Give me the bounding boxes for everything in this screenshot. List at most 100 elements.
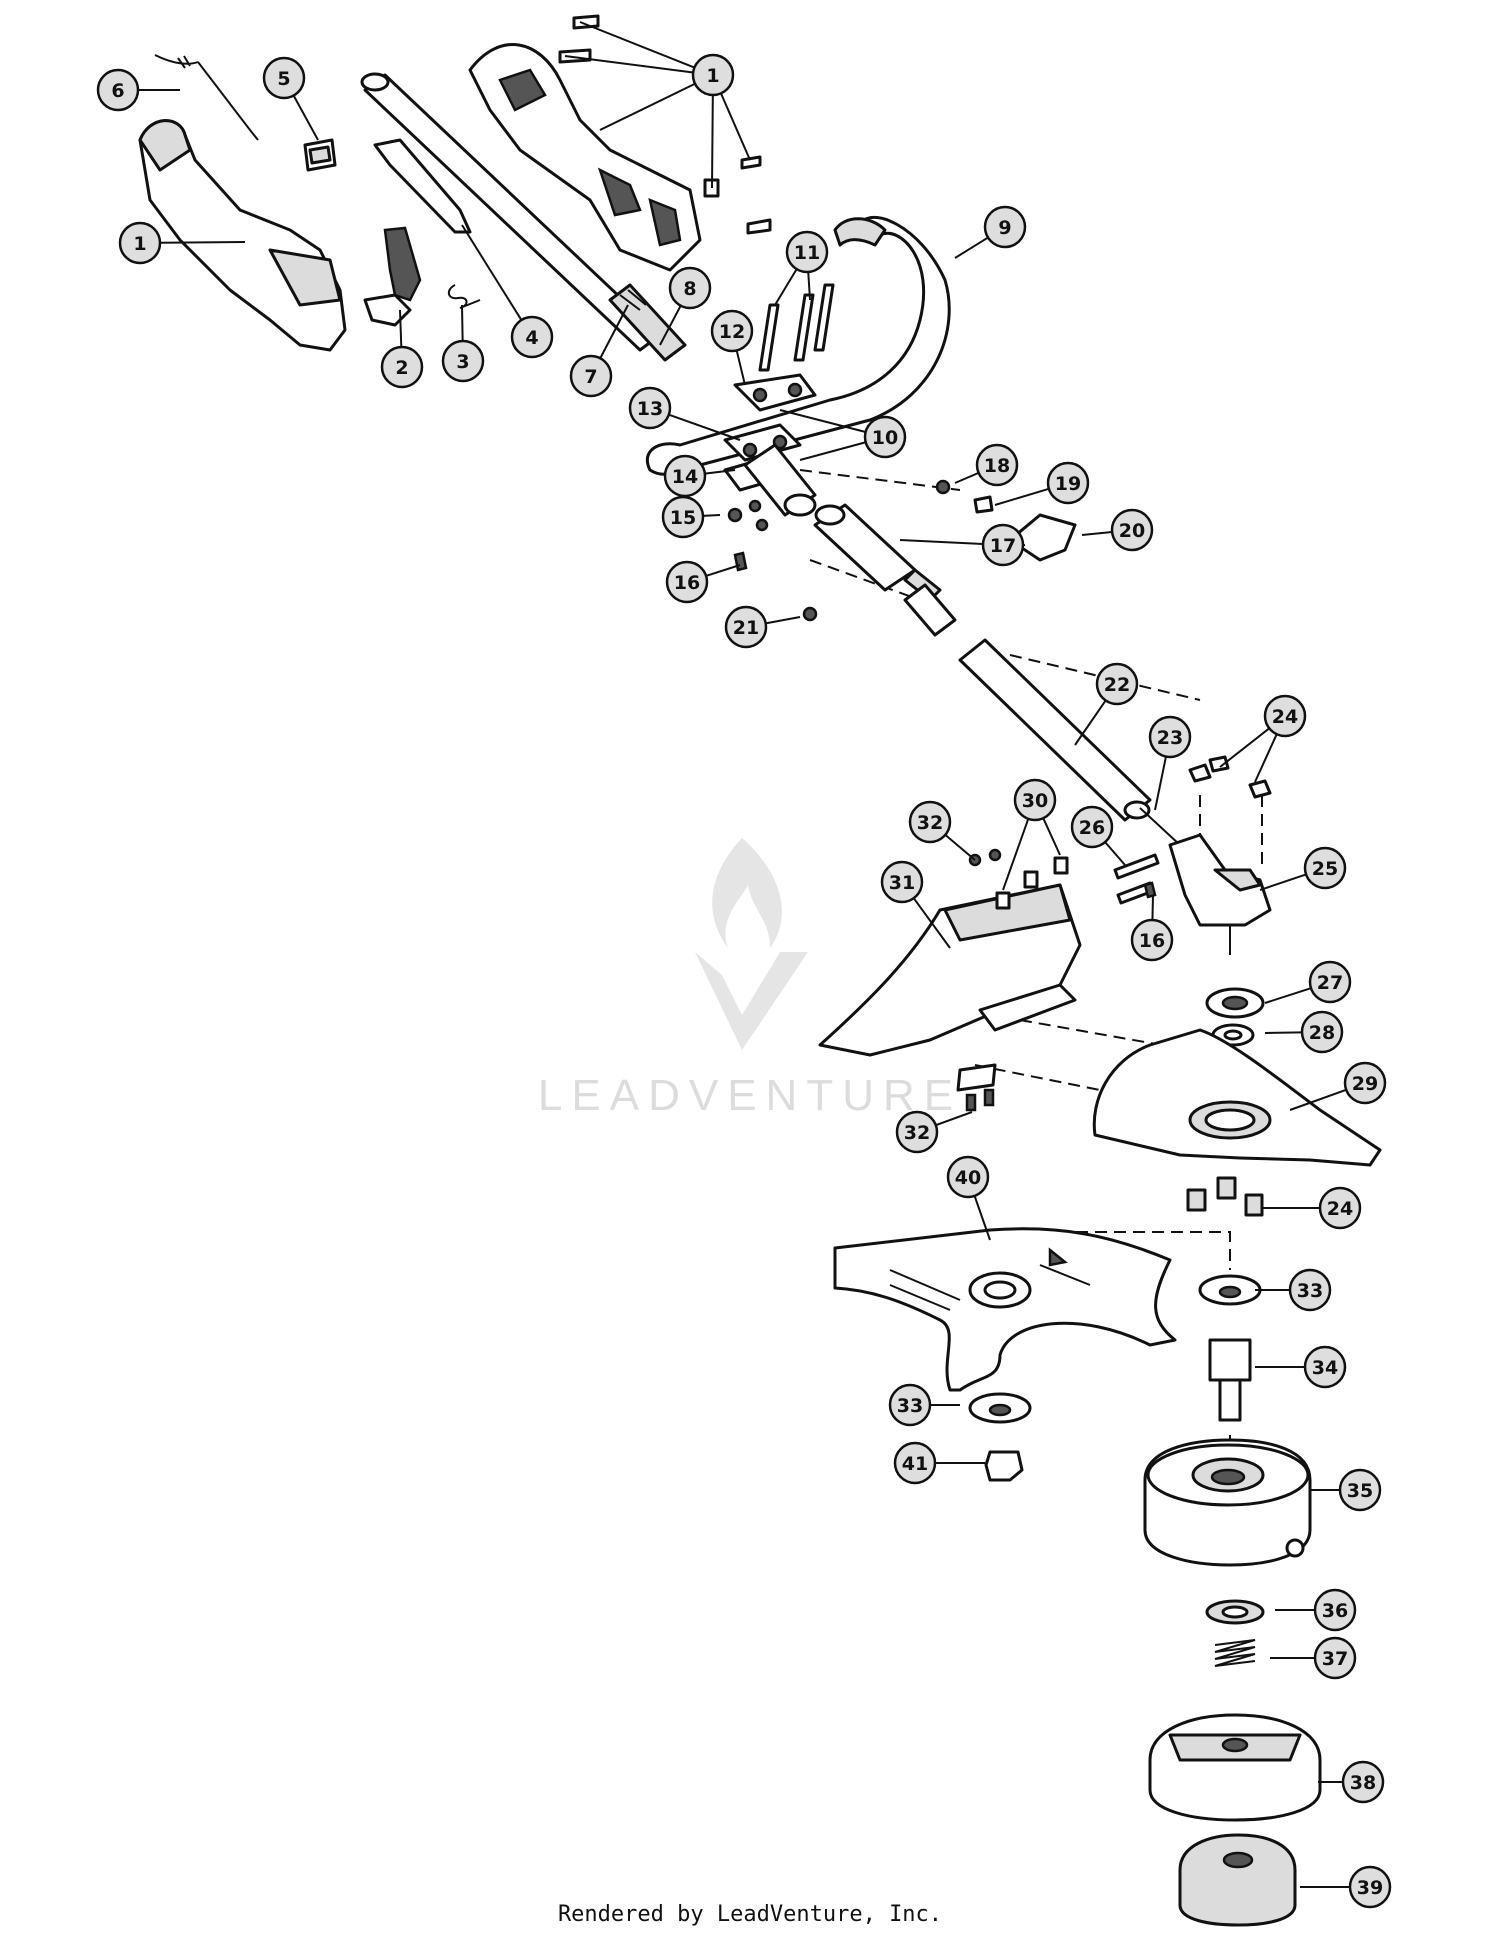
j-handle [645,215,951,476]
throttle-lockout [373,138,472,234]
callout-circle [569,354,613,398]
callout-leader-line [579,21,695,69]
callout-circle [661,495,705,539]
callout-circle [1070,805,1114,849]
callout-15: 15 [661,495,721,539]
callout-leader-line [735,350,746,386]
callout-circle [262,56,306,100]
callout-leader-line [1151,894,1154,921]
engine-housing-left [138,119,347,352]
callout-leader-line [994,487,1050,506]
callout-4: 4 [461,224,554,359]
callout-label: 39 [1357,1877,1383,1899]
callout-label: 38 [1350,1772,1376,1794]
callout-32: 32 [895,1110,973,1154]
callout-25: 25 [1259,846,1347,891]
callout-label: 3 [456,351,469,373]
callout-leader-line [659,305,682,346]
footer-text: Rendered by LeadVenture, Inc. [557,1902,943,1927]
callout-leader-line [1254,733,1278,783]
callout-circle [1300,1010,1344,1054]
callout-33: 33 [888,1383,960,1427]
watermark-v-logo-icon [695,952,808,1050]
callout-circle [1263,694,1307,738]
callout-circle [785,230,829,274]
callout-label: 36 [1322,1600,1348,1622]
watermark-text: LEADVENTURE [538,1071,962,1120]
callout-32: 32 [908,800,976,861]
callout-label: 14 [672,466,698,488]
callout-37: 37 [1270,1636,1357,1680]
callout-leader-line [954,236,989,259]
callout-20: 20 [1081,508,1154,552]
callout-label: 9 [998,217,1011,239]
callout-leader-line [1219,727,1270,768]
callout-leader-line [704,469,736,475]
callout-2: 2 [380,309,424,389]
callout-circle [96,68,140,112]
callout-circle [908,800,952,844]
callout-leader-line [779,409,866,433]
callout-35: 35 [1310,1468,1382,1512]
callout-circle [510,315,554,359]
callout-31: 31 [880,860,951,949]
callout-circle [441,339,485,383]
callout-label: 30 [1022,790,1048,812]
callout-18: 18 [954,443,1019,487]
clamp-bolts [758,283,835,372]
callout-label: 35 [1347,1480,1373,1502]
callout-leader-line [711,94,714,189]
callout-label: 13 [637,398,663,420]
callout-label: 15 [670,507,696,529]
callout-circle [981,523,1025,567]
callout-leader-line [1264,987,1312,1004]
callout-circle [1148,715,1192,759]
callout-label: 10 [872,427,898,449]
drive-shaft [1139,807,1181,846]
callout-30: 30 [1002,778,1061,891]
line-spool [1148,1713,1322,1822]
bearing [1205,987,1265,1019]
callout-leader-line [954,471,980,484]
callout-leader-line [1289,1088,1347,1111]
callout-label: 32 [917,812,943,834]
callout-leader-line [292,95,319,141]
callout-leader-line [1002,818,1030,891]
callout-leader-line [159,241,246,244]
callout-leader-line [1259,873,1307,891]
trigger-spring [447,284,481,309]
callout-6: 6 [96,68,180,112]
guard-fasteners [956,848,1069,1112]
callout-26: 26 [1070,805,1126,866]
callout-1: 1 [564,21,751,189]
callout-label: 40 [955,1167,981,1189]
callout-label: 32 [904,1122,930,1144]
callout-leader-line [774,268,798,306]
callout-leader-line [461,304,464,342]
callout-label: 18 [984,455,1010,477]
callout-circle [1348,1865,1392,1909]
callout-leader-line [702,514,721,517]
callout-circle [946,1155,990,1199]
callout-leader-line [807,271,811,301]
callout-leader-line [799,441,866,461]
callout-circle [1110,508,1154,552]
callout-circle [975,443,1019,487]
callout-circle [628,386,672,430]
callout-label: 1 [706,65,719,87]
callout-34: 34 [1255,1345,1347,1389]
shaft-grip [608,283,687,362]
callout-circle [1313,1588,1357,1632]
callout-circle [893,1441,937,1485]
callout-label: 24 [1327,1198,1353,1220]
stop-switch [303,138,337,172]
callout-label: 1 [133,233,146,255]
callout-leader-line [1074,699,1107,746]
callout-leader-line [599,304,629,359]
callout-17: 17 [899,523,1025,567]
callout-circle [1130,918,1174,962]
lower-shaft [903,583,1152,822]
callout-7: 7 [569,304,629,398]
callout-12: 12 [710,309,754,386]
